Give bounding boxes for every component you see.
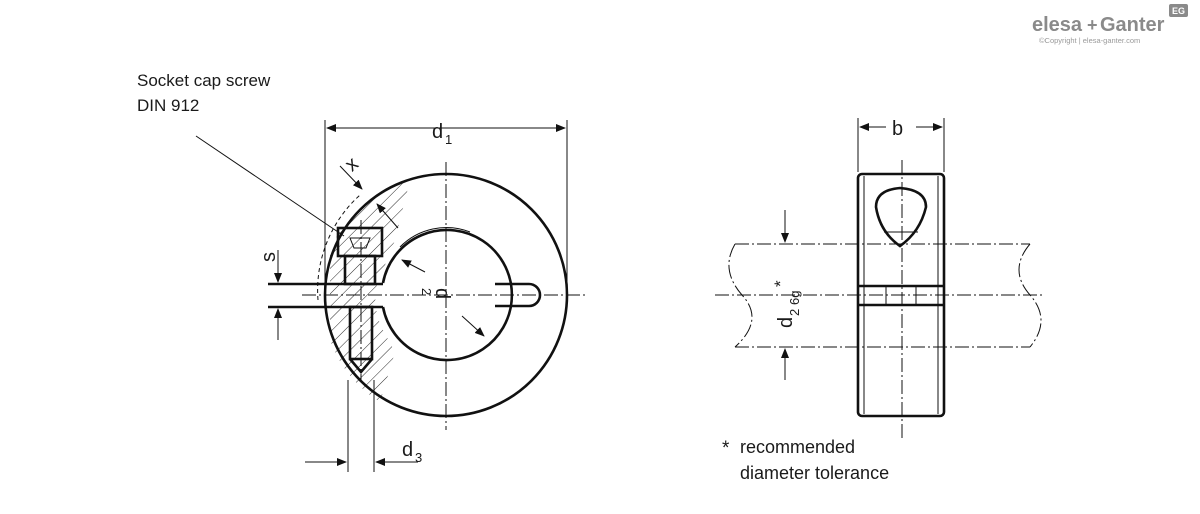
screw-shank-upper	[343, 254, 377, 286]
side-d2-tolerance: 6g	[787, 291, 802, 305]
logo-badge-box	[1169, 4, 1188, 17]
front-view	[195, 120, 585, 472]
screw-leader	[195, 135, 345, 237]
d2-arrow-2	[461, 315, 485, 337]
side-d2-label-group: d 2 6g *	[771, 280, 802, 328]
logo-plus: +	[1087, 15, 1098, 35]
x-label: x	[341, 153, 363, 176]
d3-label: d	[402, 439, 413, 461]
s-label: s	[258, 252, 280, 262]
clearance-arc	[317, 194, 361, 301]
d2-arrow-1	[401, 259, 426, 273]
side-d2-subscript: 2	[787, 309, 802, 316]
logo-copyright: ©Copyright | elesa-ganter.com	[1039, 36, 1140, 45]
d2-label: d	[431, 288, 453, 299]
d2-subscript: 2	[419, 288, 434, 295]
logo-ganter: Ganter	[1100, 14, 1165, 36]
note-line1: recommended	[740, 437, 855, 457]
side-d2-star: *	[771, 280, 790, 287]
logo-elesa: elesa	[1032, 14, 1083, 36]
section-hatch	[330, 180, 410, 402]
side-view	[715, 118, 1045, 440]
brand-logo: elesa + Ganter EG ©Copyright | elesa-gan…	[1032, 4, 1188, 45]
d3-subscript: 3	[415, 450, 422, 465]
d1-subscript: 1	[445, 132, 452, 147]
b-label: b	[892, 118, 903, 140]
d1-label: d	[432, 121, 443, 143]
bore-ref-arc	[399, 227, 471, 248]
side-d2-label: d	[775, 317, 797, 328]
screw-tip	[349, 358, 373, 375]
counterbore-hole	[874, 186, 928, 248]
x-arrow-2	[376, 203, 399, 229]
screw-label-line1: Socket cap screw	[137, 71, 271, 90]
note-star: *	[722, 438, 730, 459]
x-arrow	[339, 165, 363, 190]
screw-socket	[349, 237, 371, 249]
logo-badge: EG	[1172, 6, 1185, 16]
screw-label-line2: DIN 912	[137, 96, 199, 115]
note-line2: diameter tolerance	[740, 463, 889, 483]
collar-body	[856, 172, 946, 418]
